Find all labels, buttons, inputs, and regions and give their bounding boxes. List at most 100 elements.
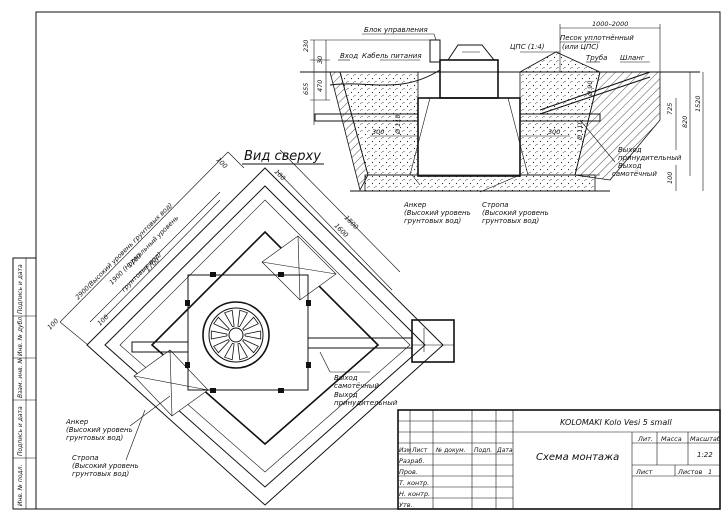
label-tv-sling: Стропа bbox=[72, 454, 99, 462]
concrete-base bbox=[364, 174, 596, 192]
label-inlet: Вход bbox=[340, 52, 358, 60]
label-pipe: Труба bbox=[586, 54, 607, 62]
label-tv-out-gravity-2: самотёчный bbox=[334, 382, 379, 390]
hatch-rib bbox=[213, 316, 230, 331]
section-view: Блок управления Вход Кабель питания Песо… bbox=[300, 20, 704, 225]
tb-col-date: Дата bbox=[496, 447, 513, 454]
tb-sheets-label: Листов bbox=[677, 468, 702, 476]
tank-outline bbox=[150, 230, 380, 446]
outlet-pipe bbox=[519, 113, 601, 122]
hatch-rib bbox=[210, 330, 228, 340]
dim-100: 100 bbox=[666, 172, 674, 184]
topview-inlet-pipe bbox=[131, 341, 189, 353]
tb-scale-label: Масштаб bbox=[690, 435, 721, 443]
tb-nkontr: Н. контр. bbox=[399, 490, 430, 498]
tb-col-list: Лист bbox=[411, 447, 428, 454]
left-stamp-column: Подпись и дата Инв. № дубл. Взам. инв. №… bbox=[12, 257, 37, 510]
inlet-pipe bbox=[314, 113, 419, 122]
tank-neck bbox=[439, 59, 499, 99]
stamp-label-2: Инв. № дубл. bbox=[17, 315, 24, 356]
hose bbox=[539, 71, 651, 111]
stamp-label-3: Взам. инв. № bbox=[17, 357, 24, 398]
dim-1600: 1600 bbox=[333, 222, 350, 239]
tb-col-sign: Подп. bbox=[474, 447, 492, 454]
dim-d110-inlet: Ø 110 bbox=[394, 114, 402, 135]
label-tv-sling-3: грунтовых вод) bbox=[72, 470, 129, 478]
tb-mass: Масса bbox=[661, 435, 682, 443]
label-hose: Шланг bbox=[620, 54, 645, 62]
dim-1000-2000: 1000–2000 bbox=[592, 20, 628, 28]
dim-1520: 1520 bbox=[694, 95, 702, 112]
tb-razrab: Разраб. bbox=[399, 457, 425, 465]
tb-sheets-count: 1 bbox=[708, 468, 712, 476]
tb-tkontr: Т. контр. bbox=[399, 479, 429, 487]
hatch-rib bbox=[237, 309, 248, 328]
tb-col-izm: Изм bbox=[399, 447, 412, 454]
label-out-gravity-2: самотёчный bbox=[612, 170, 657, 178]
outer-concrete bbox=[86, 167, 444, 506]
label-sand: Песок уплотнённый bbox=[560, 34, 634, 42]
top-view: Вид сверху bbox=[46, 149, 455, 506]
tb-scale: 1:22 bbox=[697, 451, 713, 459]
label-tv-anchor-2: (Высокий уровень bbox=[66, 426, 133, 434]
dim-100-b: 100 bbox=[273, 168, 287, 182]
topview-outlet-pipe bbox=[307, 337, 413, 349]
tb-utv: Утв. bbox=[399, 501, 413, 509]
label-tv-sling-2: (Высокий уровень bbox=[72, 462, 139, 470]
title-block: KOLOMAKI Kolo Vesi 5 small Схема монтажа… bbox=[397, 409, 721, 510]
dim-230: 230 bbox=[302, 40, 310, 52]
label-tv-out-gravity: Выход bbox=[334, 374, 358, 382]
label-cable: Кабель питания bbox=[362, 52, 422, 60]
label-sling-3: грунтовых вод) bbox=[482, 217, 539, 225]
label-anchor-2: (Высокий уровень bbox=[404, 209, 471, 217]
dim-300-left: 300 bbox=[372, 128, 384, 136]
backfill-zone bbox=[119, 199, 411, 473]
label-tv-out-forced: Выход bbox=[334, 391, 358, 399]
hatch-rib bbox=[242, 316, 259, 331]
hatch-cover bbox=[202, 301, 270, 369]
dim-300-right: 300 bbox=[548, 128, 560, 136]
label-sling-2: (Высокий уровень bbox=[482, 209, 549, 217]
label-control-block: Блок управления bbox=[364, 26, 428, 34]
top-view-title: Вид сверху bbox=[244, 149, 321, 164]
hatch-rib bbox=[244, 330, 262, 340]
control-block bbox=[429, 39, 441, 63]
label-anchor-3: грунтовых вод) bbox=[404, 217, 461, 225]
hatch-rib bbox=[242, 339, 259, 354]
label-out-gravity: Выход bbox=[618, 162, 642, 170]
dim-820: 820 bbox=[681, 116, 689, 128]
tb-drawing-name: Схема монтажа bbox=[536, 452, 619, 463]
tb-product: KOLOMAKI Kolo Vesi 5 small bbox=[560, 418, 672, 427]
tb-sheet-label: Лист bbox=[635, 468, 653, 476]
stamp-label-4: Подпись и дата bbox=[17, 406, 24, 456]
label-out-forced-2: принудительный bbox=[618, 154, 682, 162]
hatch-rib bbox=[237, 342, 248, 361]
label-anchor: Анкер bbox=[403, 201, 427, 209]
tank-cover bbox=[447, 44, 496, 61]
tank-square bbox=[187, 274, 309, 391]
hatch-rib bbox=[224, 342, 235, 361]
outlet-well bbox=[411, 319, 455, 363]
label-tv-out-forced-2: принудительный bbox=[334, 399, 398, 407]
dim-655: 655 bbox=[302, 83, 310, 95]
dim-725: 725 bbox=[666, 103, 674, 115]
tb-prov: Пров. bbox=[399, 468, 418, 476]
label-tv-anchor-3: грунтовых вод) bbox=[66, 434, 123, 442]
tb-col-doc: № докум. bbox=[435, 447, 466, 454]
label-sling: Стропа bbox=[482, 201, 509, 209]
hatch-rib bbox=[224, 309, 235, 328]
tank-body bbox=[417, 97, 521, 177]
power-cable bbox=[329, 69, 441, 86]
dim-d110-outlet: Ø 110 bbox=[576, 120, 584, 141]
label-sand-alt: (или ЦПС) bbox=[562, 43, 599, 51]
stamp-label-5: Инв. № подл. bbox=[17, 465, 24, 506]
label-tv-anchor: Анкер bbox=[65, 418, 89, 426]
dim-470: 470 bbox=[316, 80, 324, 92]
dim-d90: Ø 90 bbox=[586, 81, 594, 97]
dim-100-a: 100 bbox=[215, 156, 229, 170]
dim-100-d: 100 bbox=[96, 313, 110, 327]
hatch-rib bbox=[213, 339, 230, 354]
dim-100-c: 100 bbox=[46, 317, 60, 331]
